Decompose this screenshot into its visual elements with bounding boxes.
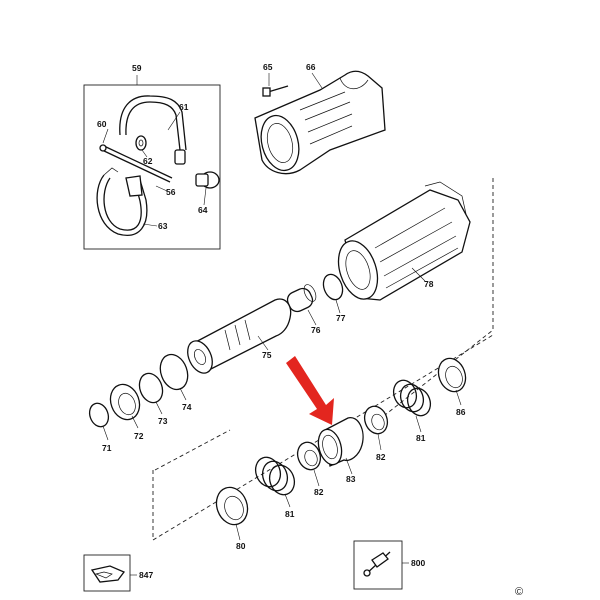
- spindle-tube-75: [187, 298, 292, 374]
- ring-73: [138, 372, 164, 415]
- spring-washers-81-lower: [254, 456, 296, 508]
- callout-63: 63: [158, 221, 168, 231]
- callout-61: 61: [179, 102, 189, 112]
- ring-86: [437, 357, 467, 406]
- callout-60: 60: [97, 119, 107, 129]
- circlip-71: [88, 402, 110, 441]
- highlight-arrow: [286, 356, 334, 425]
- callout-56: 56: [166, 187, 176, 197]
- callout-83: 83: [346, 474, 356, 484]
- callout-78: 78: [424, 279, 434, 289]
- callout-847: 847: [139, 570, 153, 580]
- callout-80: 80: [236, 541, 246, 551]
- callout-77: 77: [336, 313, 346, 323]
- callout-62: 62: [143, 156, 153, 166]
- callout-82-lower: 82: [314, 487, 324, 497]
- callout-59: 59: [132, 63, 142, 73]
- callout-75: 75: [262, 350, 272, 360]
- callout-71: 71: [102, 443, 112, 453]
- handle-assembly-inset: [83, 75, 221, 250]
- kit-box-800: [353, 540, 409, 590]
- ring-80: [215, 486, 249, 541]
- kit-box-847: [83, 554, 137, 592]
- callout-82-upper: 82: [376, 452, 386, 462]
- bearing-82-upper: [363, 405, 389, 451]
- callout-81-lower: 81: [285, 509, 295, 519]
- spring-washers-81-upper: [392, 379, 432, 433]
- callout-65: 65: [263, 62, 273, 72]
- callout-76: 76: [311, 325, 321, 335]
- assembly-envelope: [152, 178, 494, 541]
- callout-66: 66: [306, 62, 316, 72]
- callout-64: 64: [198, 205, 208, 215]
- callout-800: 800: [411, 558, 425, 568]
- callout-86: 86: [456, 407, 466, 417]
- o-ring-77: [322, 273, 344, 314]
- callout-81-upper: 81: [416, 433, 426, 443]
- ring-74: [159, 353, 189, 401]
- sleeve-83: [317, 417, 364, 475]
- bearing-82-lower: [296, 441, 322, 487]
- callout-labels: 59 60 61 62 56 64 63 65 66 78 76 77 75 7…: [97, 62, 523, 598]
- callout-72: 72: [134, 431, 144, 441]
- bearing-sleeve-76: [286, 284, 317, 326]
- motor-housing-78: [337, 181, 471, 301]
- callout-74: 74: [182, 402, 192, 412]
- bearing-72: [109, 383, 141, 429]
- callout-73: 73: [158, 416, 168, 426]
- copyright-mark: ©: [515, 586, 523, 598]
- gear-housing-66: [254, 70, 386, 175]
